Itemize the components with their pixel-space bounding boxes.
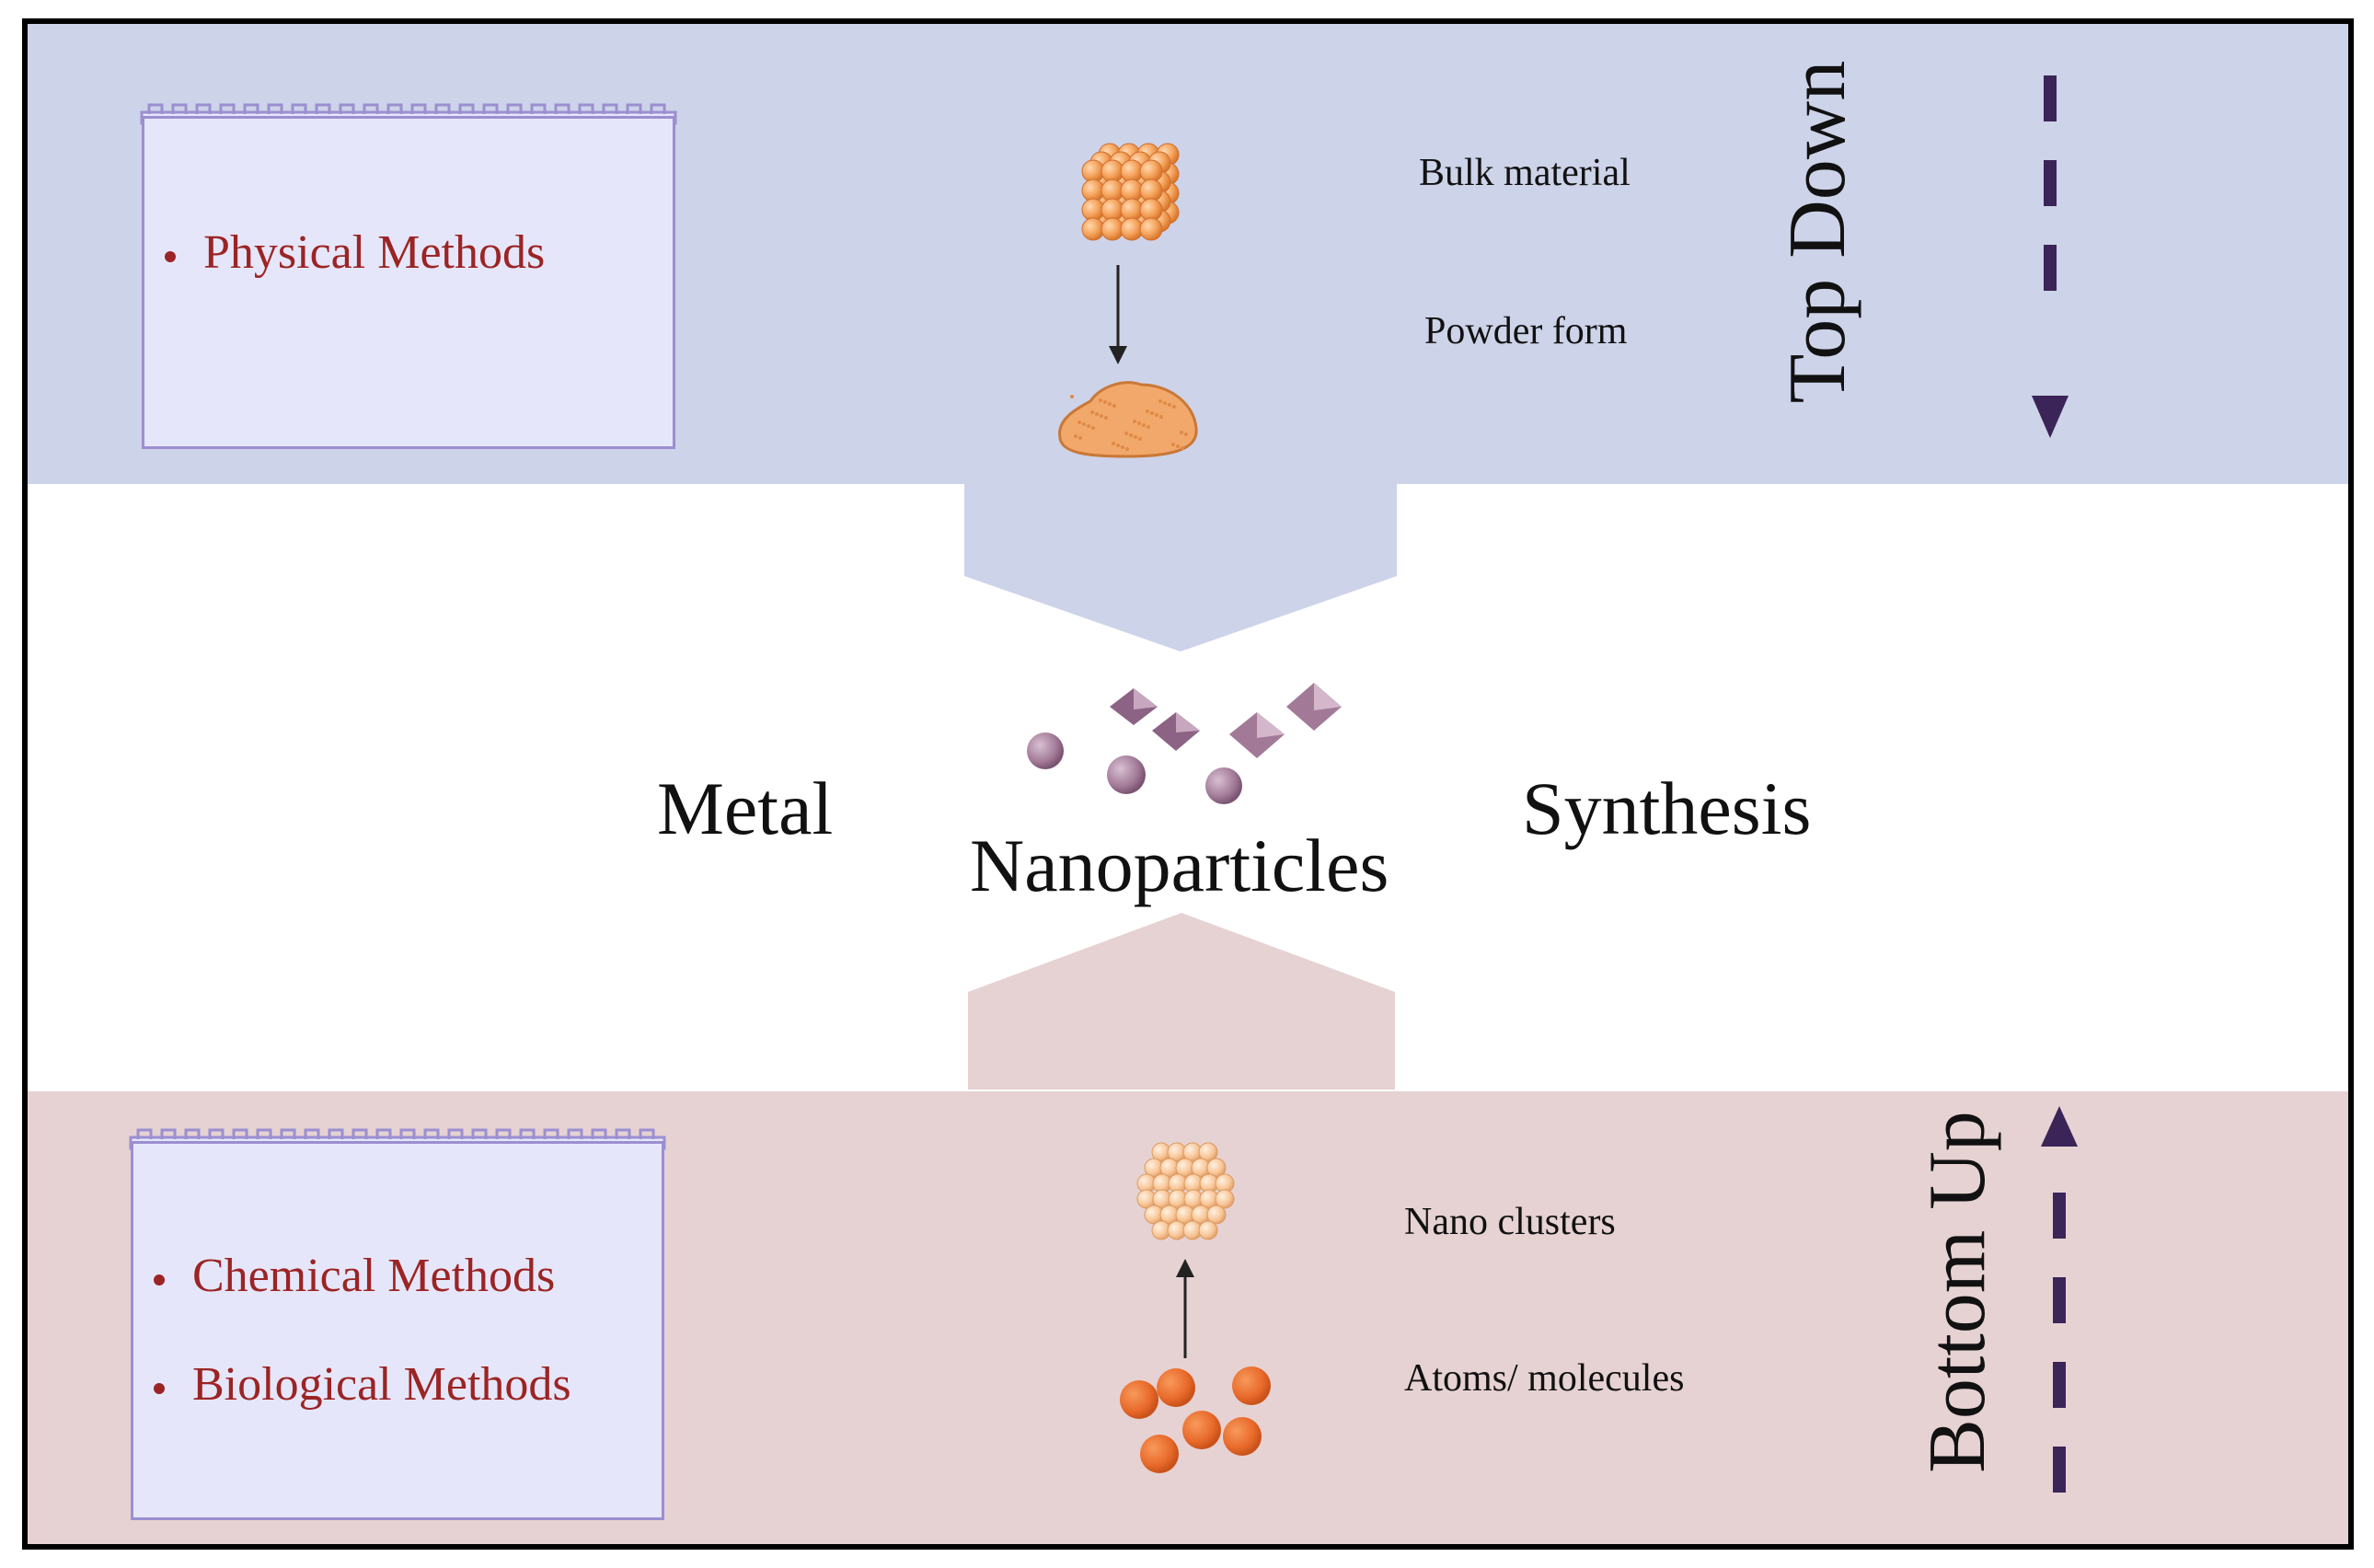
top-down-label: Top Down [1773, 60, 1862, 404]
down-arrow-icon [1109, 265, 1127, 364]
nanoparticles-word: Nanoparticles [970, 824, 1389, 907]
bottom-methods-note: Chemical Methods Biological Methods [131, 1141, 664, 1520]
physical-methods-note: Physical Methods [142, 116, 675, 449]
top-down-dashed-arrow [2032, 75, 2069, 438]
nano-cluster-icon [1136, 1142, 1235, 1240]
synthesis-word: Synthesis [1522, 767, 1812, 850]
physical-methods-item: Physical Methods [144, 229, 673, 277]
nano-clusters-label: Nano clusters [1404, 1201, 1616, 1243]
up-arrow-icon [1176, 1259, 1194, 1358]
bottom-up-funnel-shape [968, 913, 1395, 1090]
atoms-molecules-label: Atoms/ molecules [1404, 1357, 1685, 1400]
bottom-up-label: Bottom Up [1913, 1111, 2002, 1473]
diagram-frame: Physical Methods Chemical Methods Biolog… [22, 18, 2354, 1550]
biological-methods-item: Biological Methods [133, 1361, 662, 1409]
powder-form-label: Powder form [1424, 310, 1628, 352]
bulk-material-label: Bulk material [1419, 152, 1631, 194]
powder-pile-icon [1058, 381, 1198, 458]
nanoparticle-crystals-icon [1027, 683, 1342, 804]
bottom-up-dashed-arrow [2041, 1106, 2078, 1510]
atoms-icon [1120, 1366, 1271, 1473]
bulk-cube-icon [1081, 143, 1180, 241]
metal-word: Metal [657, 767, 834, 850]
chemical-methods-item: Chemical Methods [133, 1252, 662, 1300]
top-down-funnel-shape [964, 484, 1397, 651]
